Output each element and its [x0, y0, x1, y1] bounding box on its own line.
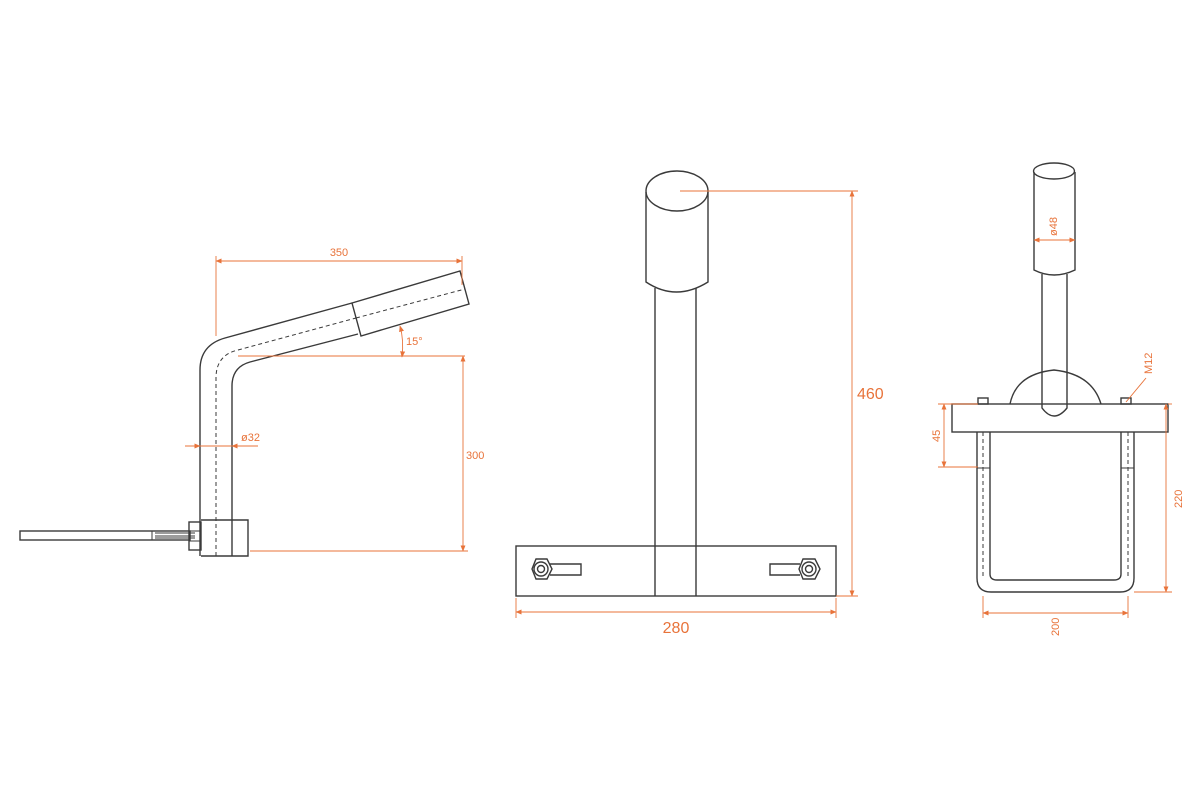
dim-45-label: 45: [931, 430, 943, 442]
dim-460-label: 460: [857, 386, 884, 403]
side-sleeve: [351, 270, 470, 337]
side-view: 350 15° 300 ø32: [19, 247, 484, 557]
side-nut: [188, 521, 202, 551]
end-saddle-dome: [1009, 369, 1102, 405]
end-sleeve-body: [1033, 172, 1076, 276]
side-bracket-plate: [201, 519, 249, 557]
front-left-slot: [550, 563, 582, 576]
front-left-bolt-inner: [536, 564, 546, 574]
front-right-bolt-inner: [804, 564, 814, 574]
dim-350-label: 350: [330, 247, 348, 259]
end-left-nut: [977, 397, 989, 405]
end-clamp-plate: [951, 403, 1169, 433]
side-sleeve-hidden: [355, 288, 466, 319]
dim-angle-label: 15°: [406, 336, 423, 348]
dim-m12-label: M12: [1143, 353, 1155, 374]
dim-angle-arc: [399, 325, 406, 358]
front-left-nut: [531, 558, 553, 580]
dim-32-label: ø32: [241, 432, 260, 444]
front-right-bolt-outer: [801, 561, 817, 577]
end-pipe: [1041, 274, 1068, 417]
front-left-bolt-outer: [533, 561, 549, 577]
front-base-plate: [515, 545, 837, 597]
front-sleeve-body: [645, 192, 709, 293]
dim-220-label: 220: [1173, 490, 1185, 508]
dim-300-label: 300: [466, 450, 484, 462]
front-right-nut: [798, 558, 821, 580]
end-ubolt-outer: [976, 432, 1135, 593]
side-tube-outer: [199, 302, 353, 556]
dim-48-label: ø48: [1048, 217, 1060, 236]
front-view: 460 280: [515, 170, 884, 637]
front-right-slot: [769, 563, 800, 576]
side-tube-centerline: [215, 317, 357, 556]
end-right-nut: [1120, 397, 1132, 405]
dim-280-label: 280: [663, 620, 690, 637]
end-sleeve-top: [1032, 162, 1076, 180]
end-view: ø48 M12 45 220 200: [931, 162, 1185, 636]
side-tube-inner: [231, 333, 359, 556]
end-ubolt-inner: [989, 432, 1122, 581]
dim-m12-leader: [1125, 377, 1147, 403]
dim-200-label: 200: [1050, 618, 1062, 636]
